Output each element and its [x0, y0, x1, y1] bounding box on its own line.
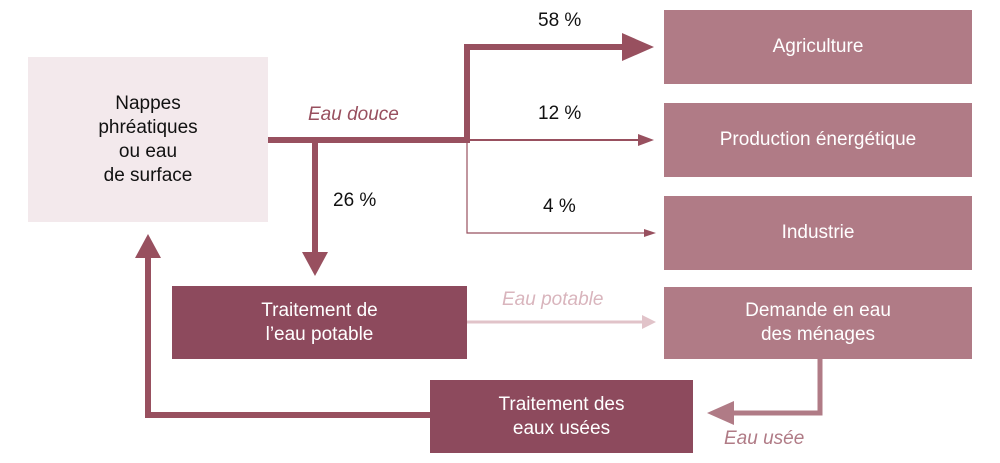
industry-flow-line	[466, 140, 645, 234]
energy-box: Production énergétique	[664, 103, 972, 177]
wastewater-treatment-box: Traitement des eaux usées	[430, 380, 693, 453]
treatment-arrowhead	[302, 252, 328, 276]
energy-arrowhead	[638, 134, 654, 146]
source-box: Nappes phréatiques ou eau de surface	[28, 57, 268, 222]
agriculture-box: Agriculture	[664, 10, 972, 84]
households-box: Demande en eau des ménages	[664, 287, 972, 359]
industry-arrowhead	[644, 229, 656, 237]
industry-box: Industrie	[664, 196, 972, 270]
used-water-label: Eau usée	[724, 428, 805, 449]
return-arrowhead	[135, 234, 161, 258]
return-flow-line	[145, 255, 430, 418]
used-water-arrowhead	[707, 401, 734, 425]
agriculture-flow-line	[464, 44, 625, 140]
used-water-flow-line	[730, 359, 823, 416]
fresh-water-label: Eau douce	[308, 104, 399, 125]
potable-arrowhead	[642, 315, 656, 329]
industry-percentage: 4 %	[543, 196, 576, 217]
agriculture-arrowhead	[622, 33, 654, 61]
potable-treatment-box: Traitement de l’eau potable	[172, 286, 467, 359]
agriculture-percentage: 58 %	[538, 10, 582, 31]
potable-water-label: Eau potable	[502, 289, 604, 310]
treatment-percentage: 26 %	[333, 190, 377, 211]
energy-percentage: 12 %	[538, 103, 582, 124]
